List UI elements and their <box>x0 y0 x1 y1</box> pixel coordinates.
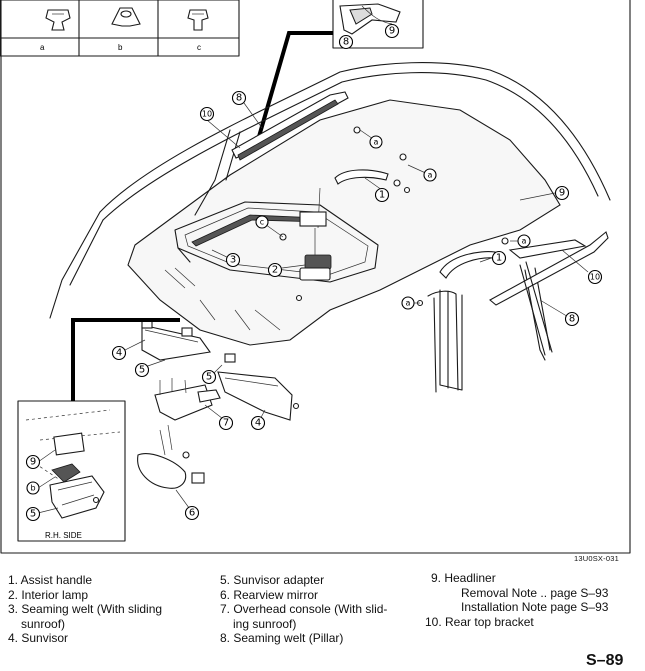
legend-col-2: 5. Sunvisor adapter 6. Rearview mirror 7… <box>220 573 387 646</box>
legend-item: 5. Sunvisor adapter <box>220 573 325 587</box>
sunvisor-left <box>141 319 211 361</box>
svg-text:5: 5 <box>139 365 145 376</box>
callout-9-inset-left: 9 <box>25 454 41 470</box>
callout-5-right: 5 <box>201 369 217 385</box>
callout-9-right: 9 <box>554 185 570 201</box>
callout-10-top: 10 <box>199 106 215 122</box>
sunvisor-right <box>217 353 293 421</box>
leader-thick-left <box>71 318 180 401</box>
clip-b-icon <box>111 7 141 27</box>
callout-7: 7 <box>218 415 234 431</box>
roof-outline <box>49 62 611 391</box>
table-col-b: b <box>118 43 123 52</box>
svg-text:a: a <box>522 237 527 246</box>
fastener-a-4: a <box>401 296 415 310</box>
svg-text:c: c <box>260 218 264 227</box>
inset-caption: R.H. SIDE <box>45 531 82 540</box>
legend-item: 1. Assist handle <box>8 573 93 587</box>
assist-handle-center <box>334 169 389 185</box>
callout-9-inset: 9 <box>384 23 400 39</box>
svg-text:a: a <box>374 138 379 147</box>
figure-code: 13U0SX-031 <box>574 554 619 563</box>
leader-thick-top <box>256 31 333 141</box>
rear-rail <box>489 231 609 306</box>
legend-item: 9. Headliner <box>431 571 496 585</box>
callout-8-right: 8 <box>564 311 580 327</box>
callout-1-right: 1 <box>491 250 507 266</box>
clip-a-icon <box>45 9 71 31</box>
svg-text:8: 8 <box>343 37 349 48</box>
svg-text:5: 5 <box>30 509 36 520</box>
legend-item: 4. Sunvisor <box>8 631 69 645</box>
fastener-a-1: a <box>369 135 383 149</box>
legend-item: Installation Note page S–93 <box>461 600 609 614</box>
fastener-table: a b c <box>0 0 240 57</box>
legend-item: 7. Overhead console (With slid- <box>220 602 388 616</box>
fastener-a-2: a <box>423 168 437 182</box>
svg-text:1: 1 <box>379 190 385 201</box>
legend-item: 6. Rearview mirror <box>220 587 319 602</box>
callout-8-top: 8 <box>231 90 247 106</box>
svg-text:4: 4 <box>116 348 122 359</box>
figure-frame <box>0 0 631 554</box>
seaming-welt-pillar-rear <box>427 290 459 393</box>
legend-item: 3. Seaming welt (With sliding <box>8 602 163 616</box>
svg-text:8: 8 <box>569 314 575 325</box>
legend-item: 8. Seaming welt (Pillar) <box>220 631 344 645</box>
legend-item: 2. Interior lamp <box>8 587 89 602</box>
svg-text:9: 9 <box>389 26 395 37</box>
svg-text:8: 8 <box>236 93 242 104</box>
fastener-c: c <box>255 215 269 229</box>
table-col-a: a <box>40 43 45 52</box>
svg-text:9: 9 <box>30 457 36 468</box>
callout-3: 3 <box>225 252 241 268</box>
pillar-welt-right <box>519 261 553 356</box>
callout-4-right: 4 <box>250 415 266 431</box>
svg-text:3: 3 <box>230 255 236 266</box>
legend-item: Removal Note .. page S–93 <box>461 585 609 600</box>
fastener-b-inset: b <box>26 481 40 495</box>
front-rail <box>231 91 349 161</box>
callout-2: 2 <box>267 262 283 278</box>
legend-item: ing sunroof) <box>233 616 297 631</box>
callout-8-inset: 8 <box>338 34 354 50</box>
legend-item: 10. Rear top bracket <box>425 614 534 629</box>
legend-col-1: 1. Assist handle 2. Interior lamp 3. Sea… <box>8 573 162 646</box>
rearview-mirror <box>137 424 205 489</box>
rh-side-inset: R.H. SIDE <box>17 400 126 542</box>
callout-10-right: 10 <box>587 269 603 285</box>
callout-4-left: 4 <box>111 345 127 361</box>
svg-text:4: 4 <box>255 418 261 429</box>
callout-6: 6 <box>184 505 200 521</box>
page-number: S–89 <box>586 652 624 669</box>
fastener-a-3: a <box>517 234 531 248</box>
svg-text:10: 10 <box>202 110 212 119</box>
callout-1-center: 1 <box>374 187 390 203</box>
svg-text:1: 1 <box>496 253 502 264</box>
legend-item: sunroof) <box>21 616 66 631</box>
overhead-console <box>154 378 221 421</box>
legend-col-3: 9. Headliner Removal Note .. page S–93 I… <box>425 571 608 629</box>
svg-text:5: 5 <box>206 372 212 383</box>
table-col-c: c <box>197 43 201 52</box>
svg-text:9: 9 <box>559 188 565 199</box>
clip-c-icon <box>187 9 209 31</box>
callout-5-left: 5 <box>134 362 150 378</box>
interior-lamp <box>299 187 332 281</box>
svg-text:a: a <box>428 171 433 180</box>
svg-text:2: 2 <box>272 265 278 276</box>
svg-text:7: 7 <box>223 418 229 429</box>
svg-text:6: 6 <box>189 508 195 519</box>
callout-5-inset-left: 5 <box>25 506 41 522</box>
svg-text:10: 10 <box>590 273 600 282</box>
svg-text:b: b <box>30 484 35 493</box>
svg-text:a: a <box>406 299 411 308</box>
top-detail-inset <box>332 0 424 49</box>
